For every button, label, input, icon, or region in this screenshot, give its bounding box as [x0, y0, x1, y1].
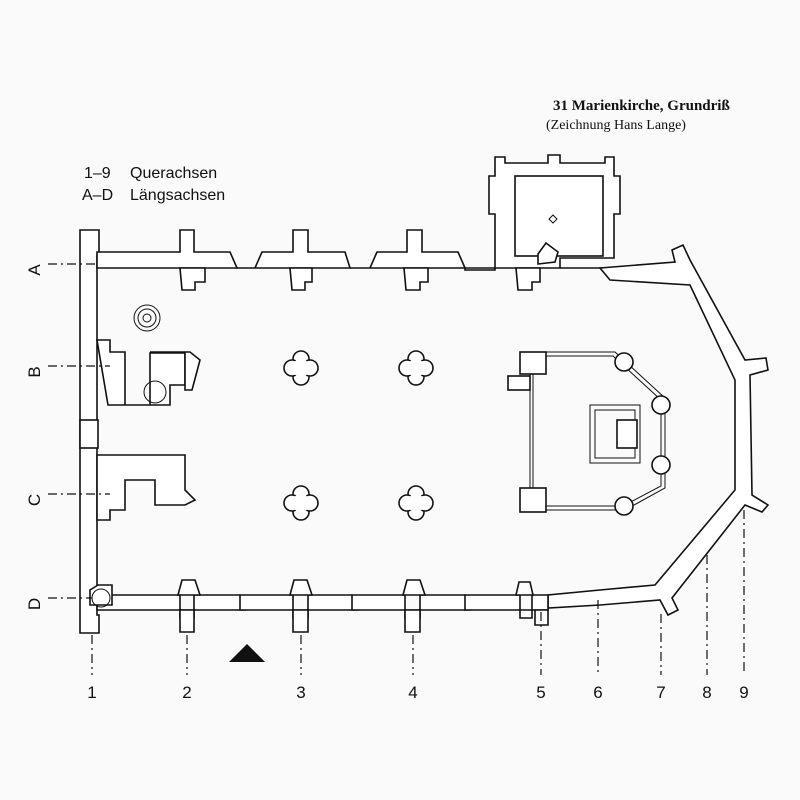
axis-label-a: A [25, 264, 44, 276]
legend-long-label: Längsachsen [130, 187, 225, 204]
legend-cross-key: 1–9 [84, 165, 111, 182]
axis-label-d: D [25, 598, 44, 610]
axis-label-3: 3 [296, 683, 305, 702]
tower [488, 154, 621, 269]
north-buttresses [179, 267, 541, 291]
baptismal-font [133, 304, 161, 332]
axis-label-2: 2 [182, 683, 191, 702]
axis-label-b: B [25, 366, 44, 377]
axis-label-6: 6 [593, 683, 602, 702]
axis-label-8: 8 [702, 683, 711, 702]
longitudinal-axes: A B C D [25, 263, 110, 610]
entrance-triangle-icon [229, 644, 265, 662]
transverse-axes: 1 2 3 4 5 6 7 8 9 [87, 510, 749, 702]
south-buttresses [176, 579, 535, 596]
choir-enclosure [507, 351, 671, 516]
axis-label-9: 9 [739, 683, 748, 702]
west-rooms [89, 339, 201, 608]
axis-label-5: 5 [536, 683, 545, 702]
nave-piers [283, 350, 434, 521]
axis-label-c: C [25, 494, 44, 506]
legend-cross-label: Querachsen [130, 165, 217, 182]
west-wall [79, 229, 100, 634]
axis-label-7: 7 [656, 683, 665, 702]
caption-subtitle: (Zeichnung Hans Lange) [546, 118, 686, 133]
legend-long-key: A–D [82, 187, 113, 204]
axis-label-4: 4 [408, 683, 417, 702]
south-wall [96, 594, 549, 633]
caption-title: 31 Marienkirche, Grundriß [553, 98, 730, 114]
axis-label-1: 1 [87, 683, 96, 702]
choir-walls [547, 243, 770, 617]
